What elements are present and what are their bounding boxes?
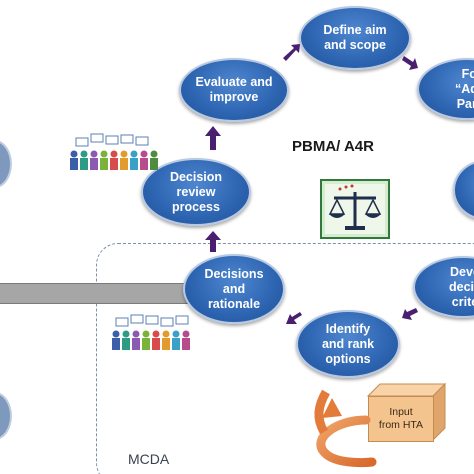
arrow-define-to-advisory bbox=[402, 56, 418, 70]
arrow-decisions-to-review bbox=[205, 231, 221, 252]
mcda-region bbox=[96, 243, 474, 474]
connector-bar bbox=[0, 283, 190, 304]
node-decisions-rationale: Decisions and rationale bbox=[183, 254, 285, 324]
arrow-review-to-evaluate bbox=[205, 126, 221, 150]
diagram-title: PBMA/ A4R bbox=[292, 138, 374, 155]
mcda-label: MCDA bbox=[128, 451, 170, 467]
node-define-aim: Define aim and scope bbox=[299, 6, 411, 70]
arrow-evaluate-to-define bbox=[283, 44, 300, 61]
node-evaluate-improve: Evaluate and improve bbox=[179, 58, 289, 122]
scales-of-justice-icon bbox=[320, 179, 390, 239]
curved-arrow-input-to-identify bbox=[314, 389, 377, 468]
node-identify-rank: Identify and rank options bbox=[296, 310, 400, 378]
people-speech-bubbles-icon bbox=[70, 133, 158, 170]
arrow-criteria-to-identify bbox=[402, 308, 418, 320]
node-decision-review: Decision review process bbox=[141, 158, 251, 226]
people-speech-bubbles-icon bbox=[112, 314, 190, 350]
arrow-identify-to-decisions bbox=[286, 312, 302, 324]
